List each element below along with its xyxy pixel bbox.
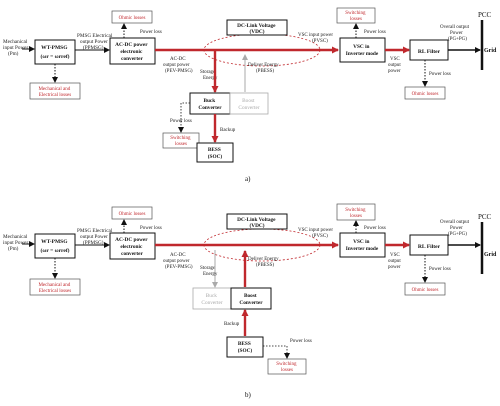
power-loss-4-b: Power loss	[290, 339, 312, 344]
acdc-converter-box-b	[109, 232, 156, 260]
vsc-input-label: VSC input power (PVSC)	[298, 33, 334, 44]
ohmic-losses-right-box-b	[404, 282, 446, 296]
rl-filter-label-b: RL Filter	[418, 244, 441, 250]
acdc-converter-label: AC-DC power electronic converter	[115, 42, 149, 62]
mech-elec-losses-label-b: Mechanical and Electrical losses	[38, 283, 71, 294]
mech-input-label-b: Mechanical input Power (Pm)	[3, 234, 30, 252]
power-loss-1: Power loss	[140, 30, 162, 35]
switching-bottom-label: Switching losses	[170, 136, 192, 147]
ohmic-losses-top-label: Ohmic losses	[119, 16, 146, 21]
wt-pmsg-box-b	[34, 233, 76, 259]
mech-elec-losses-label: Mechanical and Electrical losses	[38, 87, 71, 98]
overall-output-label-b: Overall output Power (PG+PG)	[440, 220, 470, 237]
ohmic-losses-top-box	[111, 10, 153, 24]
wt-pmsg-label: WT-PMSG (ωr = ωrref)	[41, 45, 70, 60]
ohmic-losses-right-label: Ohmic losses	[412, 92, 439, 97]
grid-label: Grid	[484, 48, 497, 54]
diagram-a: PCC Grid Mechanical input Power (Pm) WT-…	[3, 7, 497, 183]
mech-elec-losses-box	[29, 82, 81, 100]
switching-bottom-box-b	[267, 358, 307, 375]
switching-top-label-b: Switching losses	[345, 208, 367, 219]
rl-filter-label: RL Filter	[418, 49, 441, 55]
vsc-label: VSC in Inverter mode	[346, 44, 379, 57]
wt-pmsg-label-b: WT-PMSG (ωr = ωrref)	[41, 239, 70, 254]
switching-top-box-b	[336, 203, 376, 221]
bess-label-b: BESS (SOC)	[238, 341, 253, 354]
dc-link-box-b	[226, 213, 288, 230]
dc-link-label-b: DC-Link Voltage (VDC)	[237, 217, 277, 229]
acdc-output-label-b: AC-DC output power (PEV-PMSG)	[163, 253, 193, 270]
backup-label: Backup	[220, 128, 236, 133]
power-loss-2: Power loss	[364, 30, 386, 35]
switching-bottom-box	[162, 132, 200, 149]
caption-b: b)	[245, 391, 252, 399]
vsc-output-label-b: VSC output power	[388, 253, 402, 270]
vsc-output-label: VSC output power	[388, 57, 402, 74]
deliver-energy-label: Deliver Energy (PBESS)	[248, 63, 280, 74]
vsc-label-b: VSC in Inverter mode	[346, 239, 379, 252]
bess-label: BESS (SOC)	[208, 147, 223, 160]
dc-link-box	[226, 19, 288, 36]
ohmic-losses-top-box-b	[111, 206, 153, 220]
boost-converter-label-b: Boost Converter	[239, 293, 263, 306]
buck-converter-label: Buck Converter	[198, 98, 222, 111]
diagram-b: PCC Grid Mechanical input Power (Pm) WT-…	[3, 203, 497, 399]
pmsg-output-label-b: PMSG Electrical output Power (PPMSG)	[77, 228, 114, 246]
ohmic-losses-right-box	[404, 86, 446, 100]
switching-top-box	[336, 7, 376, 24]
power-loss-1-b: Power loss	[140, 226, 162, 231]
acdc-converter-label-b: AC-DC power electronic converter	[115, 237, 149, 257]
deliver-energy-label-b: Deliver Energy (PBESS)	[248, 257, 280, 268]
switching-top-label: Switching losses	[345, 11, 367, 22]
boost-converter-box-inactive	[229, 92, 269, 115]
ohmic-losses-top-label-b: Ohmic losses	[119, 212, 146, 217]
acdc-output-label: AC-DC output power (PEV-PMSG)	[163, 57, 193, 74]
pcc-label: PCC	[478, 11, 492, 19]
bess-box-b	[226, 336, 264, 358]
pcc-label-b: PCC	[478, 213, 492, 221]
power-loss-2-b: Power loss	[364, 226, 386, 231]
bess-box	[196, 142, 234, 163]
vsc-box	[339, 37, 386, 63]
vsc-input-label-b: VSC input power (PVSC)	[298, 228, 334, 239]
storage-energy-label-b: Storage Energy	[200, 266, 218, 277]
boost-converter-box-b	[230, 287, 272, 310]
overall-output-label: Overall output Power (PG+PG)	[440, 25, 470, 42]
grid-label-b: Grid	[484, 252, 497, 258]
power-loss-3: Power loss	[429, 72, 451, 77]
power-loss-4: Power loss	[170, 119, 192, 124]
buck-converter-label-inactive-b: Buck Converter	[201, 293, 222, 306]
caption-a: a)	[245, 175, 251, 183]
vsc-box-b	[339, 232, 386, 258]
wt-pmsg-box	[34, 39, 76, 65]
backup-label-b: Backup	[224, 322, 240, 327]
mech-input-label: Mechanical input Power (Pm)	[3, 39, 30, 57]
mech-elec-losses-box-b	[29, 278, 81, 296]
power-loss-3-b: Power loss	[429, 267, 451, 272]
pmsg-output-label: PMSG Electrical output Power (PPMSG)	[77, 33, 114, 51]
storage-energy-label: Storage Energy	[200, 70, 218, 81]
dc-link-label: DC-Link Voltage (VDC)	[237, 23, 277, 35]
switching-bottom-label-b: Switching losses	[276, 362, 298, 373]
ohmic-losses-right-label-b: Ohmic losses	[412, 288, 439, 293]
boost-converter-label-inactive: Boost Converter	[238, 98, 259, 111]
